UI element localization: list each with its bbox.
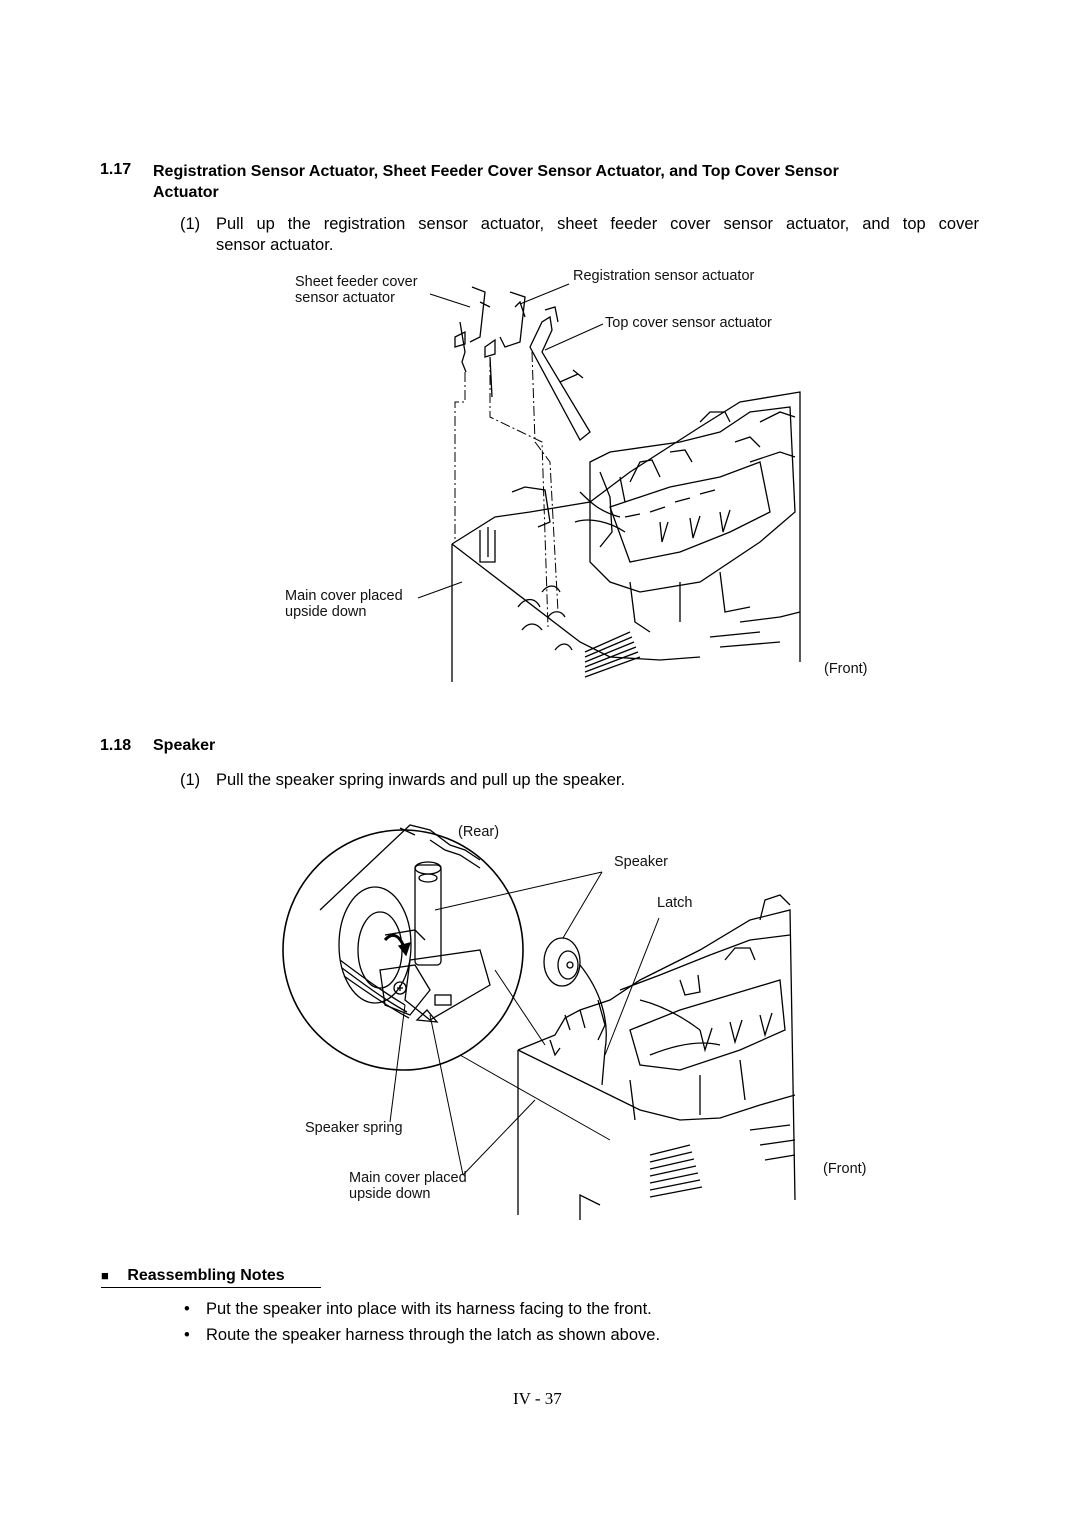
speaker-figure xyxy=(282,824,796,1220)
label-speaker-spring: Speaker spring xyxy=(305,1120,403,1136)
leader-speaker-spring xyxy=(389,1004,406,1123)
main-cover-outline xyxy=(451,391,801,682)
label-rear: (Rear) xyxy=(458,824,500,840)
vent-grille xyxy=(584,631,641,678)
label-registration-sensor-actuator: Registration sensor actuator xyxy=(573,268,755,284)
sheet-feeder-actuator xyxy=(454,286,491,373)
label-speaker: Speaker xyxy=(614,854,669,870)
leader-main-cover xyxy=(417,581,463,599)
label-sheet-feeder-cover: Sheet feeder cover xyxy=(295,274,418,290)
step-number: (1) xyxy=(180,215,201,233)
leader-speaker-1 xyxy=(434,871,603,911)
section-title-line-2: Actuator xyxy=(153,184,219,201)
square-bullet-icon: ■ xyxy=(101,1268,109,1283)
vent-grille xyxy=(649,1144,703,1198)
label-sheet-feeder-sensor: sensor actuator xyxy=(295,290,395,306)
bullet-text: Route the speaker harness through the la… xyxy=(206,1326,661,1344)
reassembling-notes-heading: ■ Reassembling Notes xyxy=(101,1267,321,1288)
section-number-1-18: 1.18 xyxy=(100,737,132,754)
leader-main-cover-2 xyxy=(462,1099,536,1176)
section-title-1-18: Speaker xyxy=(153,737,216,754)
registration-actuator xyxy=(484,291,526,398)
section-title-line-1: Registration Sensor Actuator, Sheet Feed… xyxy=(153,163,839,180)
inner-frame xyxy=(589,406,796,593)
step-text-line-1: Pull up the registration sensor actuator… xyxy=(216,215,979,233)
page-number: IV - 37 xyxy=(513,1389,562,1408)
reassembling-notes-title: Reassembling Notes xyxy=(127,1267,285,1284)
label-main-cover-placed: Main cover placed xyxy=(285,588,403,604)
speaker-step-text: Pull the speaker spring inwards and pull… xyxy=(216,771,626,789)
speaker-in-magnifier xyxy=(338,886,412,1004)
sensor-actuator-figure xyxy=(417,283,801,682)
leader-sheet-feeder xyxy=(429,293,471,308)
leader-speaker-2 xyxy=(562,871,603,939)
label-front: (Front) xyxy=(824,661,868,677)
label-main-cover-placed-2: Main cover placed xyxy=(349,1170,467,1186)
label-latch: Latch xyxy=(657,895,693,911)
label-upside-down: upside down xyxy=(285,604,367,620)
step-text-line-2: sensor actuator. xyxy=(216,236,334,254)
leader-latch xyxy=(604,917,660,1056)
leader-top-cover xyxy=(544,323,604,351)
bullet-dot-icon: • xyxy=(184,1300,190,1318)
top-cover-actuator xyxy=(529,306,591,441)
label-upside-down-2: upside down xyxy=(349,1186,431,1202)
main-cover-outline xyxy=(517,909,796,1215)
section-title-1-17: Registration Sensor Actuator, Sheet Feed… xyxy=(153,161,983,203)
label-top-cover-sensor-actuator: Top cover sensor actuator xyxy=(605,315,772,331)
leader-registration xyxy=(519,283,570,305)
bullet-dot-icon: • xyxy=(184,1326,190,1344)
step-text: Pull up the registration sensor actuator… xyxy=(216,214,979,256)
speaker-unit xyxy=(543,937,581,987)
label-front-2: (Front) xyxy=(823,1161,867,1177)
section-number-1-17: 1.17 xyxy=(100,161,132,178)
speaker-step-number: (1) xyxy=(180,771,201,789)
bullet-text: Put the speaker into place with its harn… xyxy=(206,1300,652,1318)
leader-main-cover-1 xyxy=(429,1014,464,1176)
